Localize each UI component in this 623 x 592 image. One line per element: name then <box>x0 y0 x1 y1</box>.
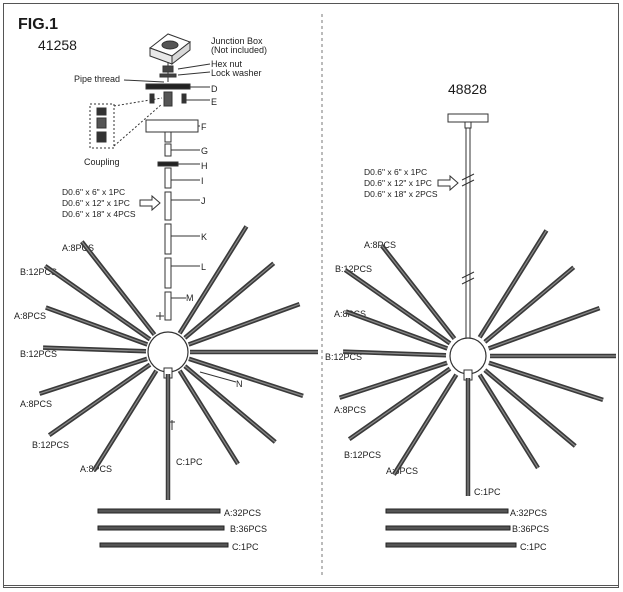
coupling-label: Coupling <box>84 157 120 167</box>
left-rod-spec-18in: D0.6" x 18" x 4PCS <box>62 209 136 219</box>
right-arm-highlight-13 <box>488 307 600 350</box>
part-f-label: F <box>201 122 207 132</box>
left-arm-label-a1: A:8PCS <box>62 243 95 253</box>
right-rod-spec-6in: D0.6" x 6" x 1PC <box>364 167 428 177</box>
junction-box-label: Junction Box <box>211 36 263 46</box>
not-included-label: (Not included) <box>211 45 268 55</box>
right-legend-bars <box>385 508 517 548</box>
right-rod-spec-12in: D0.6" x 12" x 1PC <box>364 178 432 188</box>
right-rod-spec-18in: D0.6" x 18" x 2PCS <box>364 189 438 199</box>
left-arm-highlight-13 <box>188 303 300 346</box>
left-legend-c: C:1PC <box>232 542 259 552</box>
left-arm-label-b2: B:12PCS <box>20 349 58 359</box>
left-arm-highlight-10 <box>184 365 276 443</box>
left-hub <box>147 331 189 373</box>
lock-washer-label: Lock washer <box>211 68 262 78</box>
right-arm-label-a3: A:8PCS <box>334 405 367 415</box>
left-arm-label-b1: B:12PCS <box>20 267 58 277</box>
right-arm-highlight-9 <box>479 374 539 469</box>
right-arm-highlight-1 <box>381 245 455 340</box>
left-fixture <box>89 33 237 430</box>
left-arm-highlight-9 <box>179 370 239 465</box>
figure-title: FIG.1 <box>18 16 59 33</box>
left-arm-highlight-1 <box>81 241 155 336</box>
left-arm-highlight-2 <box>44 265 151 340</box>
part-e-label: E <box>211 97 218 107</box>
right-arm-highlight-15 <box>479 230 547 338</box>
right-legend-bar-c <box>385 542 517 548</box>
right-model-number: 48828 <box>448 81 487 97</box>
right-arm-label-b1: B:12PCS <box>335 264 373 274</box>
part-h-label: H <box>201 161 208 171</box>
figure-frame <box>3 3 619 588</box>
part-j-label: J <box>201 196 206 206</box>
left-arm-highlight-4 <box>43 347 147 352</box>
junction-box <box>148 33 192 66</box>
right-arm-label-b3: B:12PCS <box>344 450 382 460</box>
right-arm-highlight-6 <box>348 368 451 440</box>
part-d-label: D <box>211 84 218 94</box>
right-hub <box>449 337 487 375</box>
part-l-label: L <box>201 262 207 272</box>
right-arm-highlight-3 <box>345 310 448 350</box>
left-arm-highlight-7 <box>93 370 157 472</box>
left-rod-spec-6in: D0.6" x 6" x 1PC <box>62 187 126 197</box>
left-arm-label-a2: A:8PCS <box>14 311 47 321</box>
right-arm-highlight-10 <box>484 369 576 447</box>
left-arms <box>38 225 318 500</box>
left-legend-bar-b <box>97 525 225 531</box>
right-arm-highlight-5 <box>339 362 448 399</box>
part-n-label: N <box>236 379 243 389</box>
left-rod-spec-12in: D0.6" x 12" x 1PC <box>62 198 130 208</box>
right-legend-bar-a <box>385 508 509 514</box>
right-legend-b: B:36PCS <box>512 524 550 534</box>
left-arm-highlight-5 <box>39 358 148 395</box>
left-arm-highlight-14 <box>184 262 275 339</box>
right-arm-highlight-14 <box>484 266 575 343</box>
left-legend-a: A:32PCS <box>224 508 262 518</box>
left-arm-label-b3: B:12PCS <box>32 440 70 450</box>
left-arm-label-c: C:1PC <box>176 457 203 467</box>
right-arm-label-c: C:1PC <box>474 487 501 497</box>
part-i-label: I <box>201 176 204 186</box>
right-arm-highlight-11 <box>488 362 604 401</box>
left-arm-highlight-11 <box>188 358 304 397</box>
part-k-label: K <box>201 232 208 242</box>
left-legend-bar-c <box>99 542 229 548</box>
pipe-thread-label: Pipe thread <box>74 74 121 84</box>
right-arm-highlight-7 <box>393 374 457 476</box>
left-arm-highlight-3 <box>45 306 148 346</box>
right-arm-label-a1: A:8PCS <box>364 240 397 250</box>
left-arm-highlight-15 <box>179 226 247 334</box>
right-legend-c: C:1PC <box>520 542 547 552</box>
right-arm-highlight-4 <box>343 351 447 356</box>
bottom-rule <box>3 585 619 586</box>
right-arm-label-b2: B:12PCS <box>325 352 363 362</box>
right-arm-highlight-2 <box>344 269 451 344</box>
left-arm-label-a3: A:8PCS <box>20 399 53 409</box>
hex-nut-label: Hex nut <box>211 59 243 69</box>
right-arm-label-a4: A:8PCS <box>386 466 419 476</box>
right-arms <box>338 229 616 496</box>
left-arm-highlight-6 <box>48 364 151 436</box>
part-g-label: G <box>201 146 209 156</box>
left-legend-bars <box>97 508 229 548</box>
left-spec-arrow <box>139 194 161 212</box>
left-model-number: 41258 <box>38 37 77 53</box>
right-legend-bar-b <box>385 525 511 531</box>
left-legend-b: B:36PCS <box>230 524 268 534</box>
left-legend-bar-a <box>97 508 221 514</box>
part-m-label: M <box>186 293 194 303</box>
right-legend-a: A:32PCS <box>510 508 548 518</box>
